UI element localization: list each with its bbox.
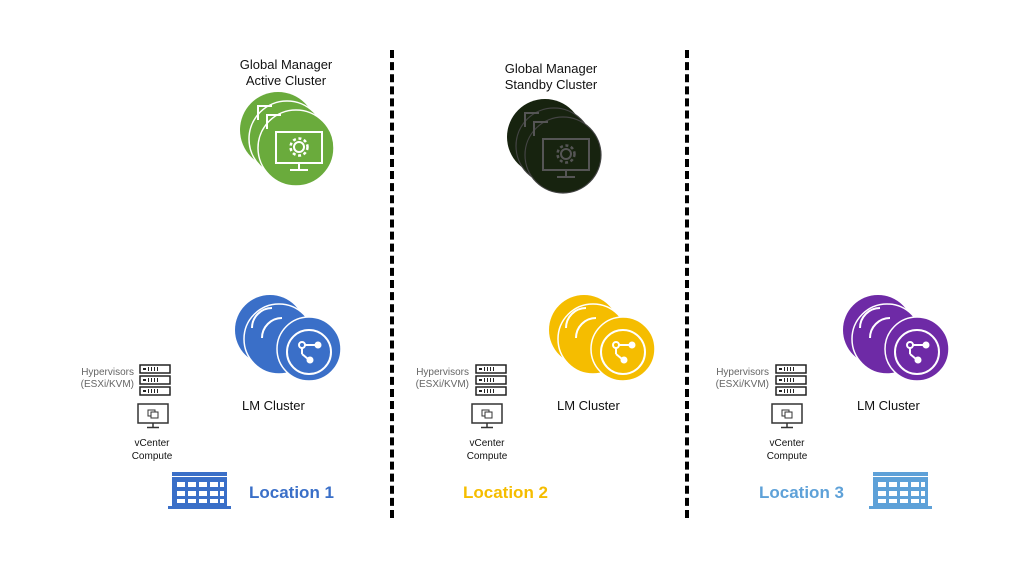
vcenter-monitor-icon-2 (471, 403, 503, 429)
location-divider-1 (390, 50, 394, 518)
vcenter-label-1-line1: vCenter (134, 438, 170, 449)
vcenter-label-3-line2: Compute (766, 451, 808, 462)
vcenter-monitor-icon-1 (137, 403, 169, 429)
gm-standby-title: Global Manager Standby Cluster (471, 61, 631, 93)
hypervisors-label-1: Hypervisors (ESXi/KVM) (60, 367, 134, 391)
server-rack-icon-2 (475, 364, 507, 396)
server-rack-icon-1 (139, 364, 171, 396)
datacenter-building-icon-1 (168, 472, 231, 509)
lm-cluster-label-3: LM Cluster (857, 398, 920, 413)
vcenter-monitor-icon-3 (771, 403, 803, 429)
vcenter-label-2-line2: Compute (466, 451, 508, 462)
vcenter-label-1-line2: Compute (131, 451, 173, 462)
gm-active-title-line1: Global Manager (239, 57, 333, 72)
location-label-2: Location 2 (463, 483, 549, 502)
hypervisors-label-2: Hypervisors (ESXi/KVM) (395, 367, 469, 391)
location-divider-2 (685, 50, 689, 518)
hypervisors-label-2-line2: (ESXi/KVM) (415, 379, 469, 390)
datacenter-building-icon-3 (869, 472, 932, 509)
vcenter-label-2-line1: vCenter (469, 438, 505, 449)
lm-cluster-label-2: LM Cluster (557, 398, 620, 413)
gm-standby-title-line1: Global Manager (504, 61, 598, 76)
gm-standby-cluster-icon (507, 99, 602, 194)
lm-cluster-icon-1 (235, 295, 342, 382)
server-rack-icon-3 (775, 364, 807, 396)
vcenter-label-3: vCenter Compute (747, 437, 827, 463)
location-label-3: Location 3 (759, 483, 845, 502)
gm-standby-title-line2: Standby Cluster (504, 77, 598, 92)
location-label-1: Location 1 (249, 483, 335, 502)
lm-cluster-label-1: LM Cluster (242, 398, 305, 413)
gm-active-title-line2: Active Cluster (245, 73, 327, 88)
vcenter-label-2: vCenter Compute (447, 437, 527, 463)
vcenter-label-3-line1: vCenter (769, 438, 805, 449)
lm-cluster-icon-3 (843, 295, 950, 382)
gm-active-title: Global Manager Active Cluster (206, 57, 366, 89)
hypervisors-label-3-line2: (ESXi/KVM) (715, 379, 769, 390)
hypervisors-label-1-line2: (ESXi/KVM) (80, 379, 134, 390)
hypervisors-label-2-line1: Hypervisors (416, 367, 469, 378)
hypervisors-label-1-line1: Hypervisors (81, 367, 134, 378)
hypervisors-label-3: Hypervisors (ESXi/KVM) (695, 367, 769, 391)
vcenter-label-1: vCenter Compute (112, 437, 192, 463)
lm-cluster-icon-2 (549, 295, 656, 382)
hypervisors-label-3-line1: Hypervisors (716, 367, 769, 378)
gm-active-cluster-icon (240, 92, 335, 187)
